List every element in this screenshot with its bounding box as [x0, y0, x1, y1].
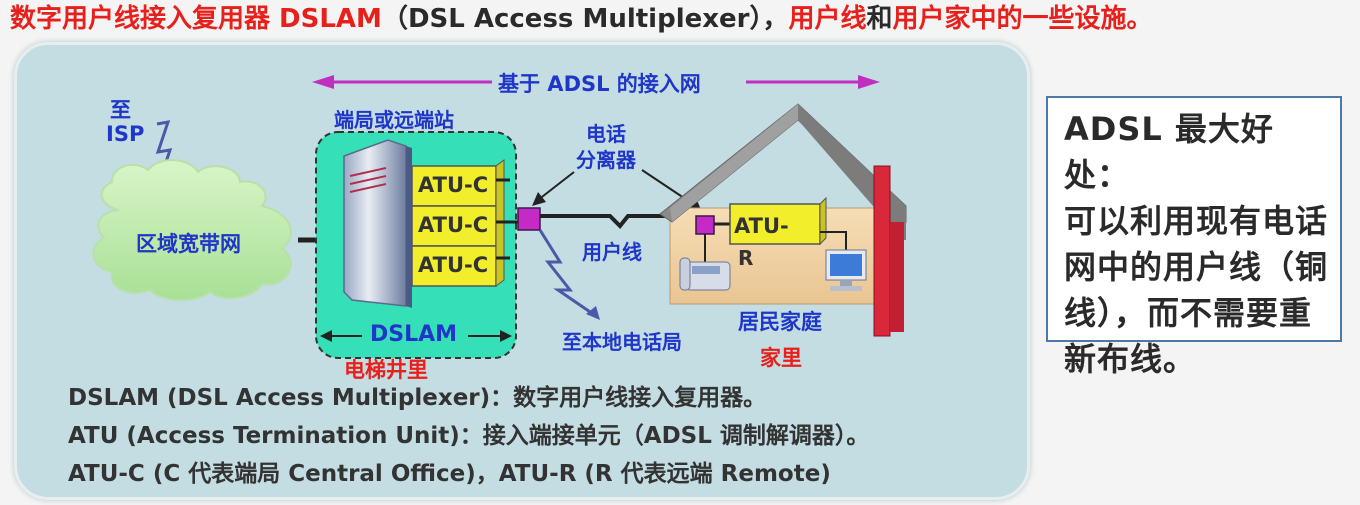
adsl-benefit-box: ADSL 最大好处： 可以利用现有电话 网中的用户线（铜 线），而不需要重 新布… [1046, 96, 1342, 378]
atu-c-box-3 [411, 245, 497, 287]
atu-c-label-1: ATU-C [418, 173, 489, 197]
benefit-line-2: 可以利用现有电话 [1064, 202, 1329, 240]
atu-c-group [411, 159, 510, 287]
benefit-line-4: 线），而不需要重 [1064, 294, 1313, 332]
benefit-line-1: ADSL 最大好处： [1064, 110, 1274, 194]
isp-label-line2: ISP [106, 122, 145, 146]
home-label: 居民家庭 [738, 310, 822, 334]
slide-title: 数字用户线接入复用器 DSLAM（DSL Access Multiplexer）… [10, 2, 1350, 36]
access-network-label: 基于 ADSL 的接入网 [498, 72, 701, 96]
definition-dslam: DSLAM (DSL Access Multiplexer)：数字用户线接入复用… [68, 385, 767, 411]
dslam-width-arrow [320, 330, 512, 342]
left-splitter-icon [517, 207, 541, 231]
elevator-annotation: 电梯井里 [344, 358, 428, 382]
title-part-home: 用户家中的一些设施。 [892, 4, 1153, 34]
splitter-label-line2: 分离器 [576, 148, 636, 172]
title-part-and: 和 [866, 4, 893, 34]
title-part-user-line: 用户线 [788, 4, 867, 34]
home-annotation: 家里 [760, 346, 802, 370]
definition-atu-c-r: ATU-C (C 代表端局 Central Office)，ATU-R (R 代… [68, 461, 831, 487]
user-line-link [540, 214, 700, 229]
user-line-label: 用户线 [582, 240, 642, 264]
cloud-label: 区域宽带网 [136, 232, 241, 256]
access-network-arrow [312, 75, 880, 89]
title-part-dslam: 数字用户线接入复用器 DSLAM [10, 4, 382, 34]
dslam-tower-icon [343, 139, 412, 308]
title-part-english: （DSL Access Multiplexer）， [381, 4, 789, 34]
cloud-icon [92, 159, 293, 302]
dslam-label: DSLAM [370, 322, 458, 347]
local-office-label: 至本地电话局 [562, 330, 682, 354]
definition-atu: ATU (Access Termination Unit)：接入端接单元（ADS… [68, 423, 870, 449]
telephone-icon [679, 257, 731, 291]
benefit-line-5: 新布线。 [1064, 340, 1197, 378]
atu-r-label-line2: R [738, 246, 754, 270]
benefit-line-3: 网中的用户线（铜 [1064, 248, 1329, 286]
right-splitter-icon [695, 215, 715, 235]
local-office-lightning-icon [538, 229, 597, 318]
office-label: 端局或远端站 [334, 108, 454, 132]
atu-c-label-2: ATU-C [418, 213, 489, 237]
atu-r-label-line1: ATU- [734, 214, 789, 238]
computer-monitor-icon [825, 249, 867, 291]
splitter-label-line1: 电话 [586, 122, 626, 146]
isp-label-line1: 至 [110, 98, 131, 122]
diagram-graphics [92, 75, 907, 359]
atu-c-label-3: ATU-C [418, 253, 489, 277]
